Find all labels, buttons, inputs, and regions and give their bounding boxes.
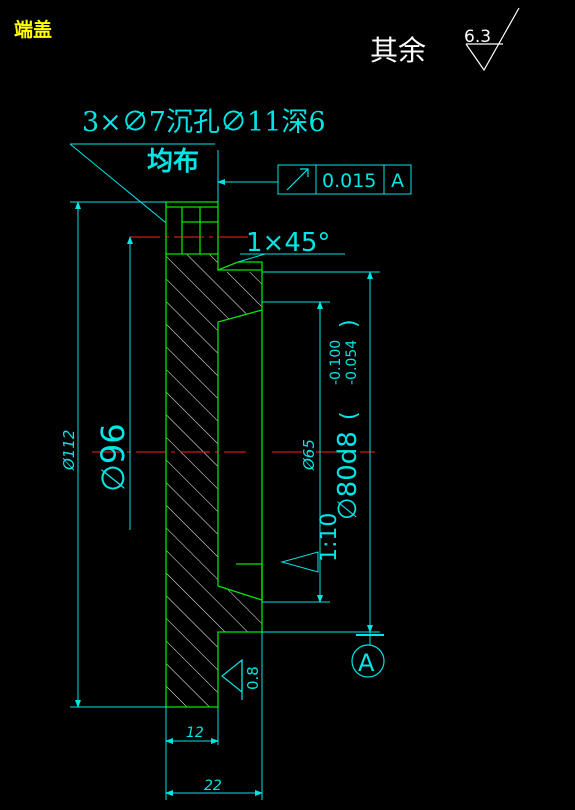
taper-symbol-icon bbox=[280, 551, 319, 573]
dim-paren-open: ( bbox=[337, 411, 362, 420]
dimension-lines bbox=[70, 150, 384, 800]
taper-note: 1:10 bbox=[317, 513, 342, 562]
dim-diameter-80: ∅80d8 bbox=[333, 431, 363, 520]
section-hatch bbox=[166, 254, 218, 707]
dim-paren-close: ) bbox=[337, 319, 362, 328]
tolerance-datum: A bbox=[391, 170, 404, 192]
dim-diameter-112: Ø112 bbox=[60, 430, 78, 471]
datum-label: A bbox=[358, 649, 375, 677]
tolerance-frame bbox=[277, 164, 412, 195]
chamfer-note: 1×45° bbox=[246, 228, 330, 258]
hole-note-distribution: 均布 bbox=[147, 147, 199, 177]
face-roughness-icon bbox=[221, 658, 243, 700]
tolerance-value: 0.015 bbox=[322, 170, 376, 192]
roughness-note-value: 6.3 bbox=[464, 27, 491, 47]
face-roughness-value: 0.8 bbox=[244, 666, 262, 690]
datum-symbol-icon bbox=[351, 644, 385, 678]
hole-leader-line bbox=[69, 143, 183, 237]
dim-diameter-80-lower: -0.054 bbox=[344, 340, 360, 385]
center-lines bbox=[92, 236, 375, 453]
part-outline bbox=[165, 201, 263, 708]
dim-width-12: 12 bbox=[186, 725, 204, 741]
hole-note: 3×∅7沉孔∅11深6 bbox=[82, 107, 326, 138]
dim-diameter-65: Ø65 bbox=[300, 439, 318, 471]
roughness-symbol-icon bbox=[465, 7, 520, 72]
dim-diameter-96: ∅96 bbox=[94, 423, 132, 492]
dim-diameter-80-upper: -0.100 bbox=[328, 340, 344, 385]
roughness-note-label: 其余 bbox=[370, 34, 426, 67]
drawing-title: 端盖 bbox=[14, 18, 52, 41]
section-hatch-flange bbox=[218, 272, 262, 632]
runout-arrow-icon bbox=[286, 168, 309, 191]
dim-width-22: 22 bbox=[204, 778, 222, 794]
